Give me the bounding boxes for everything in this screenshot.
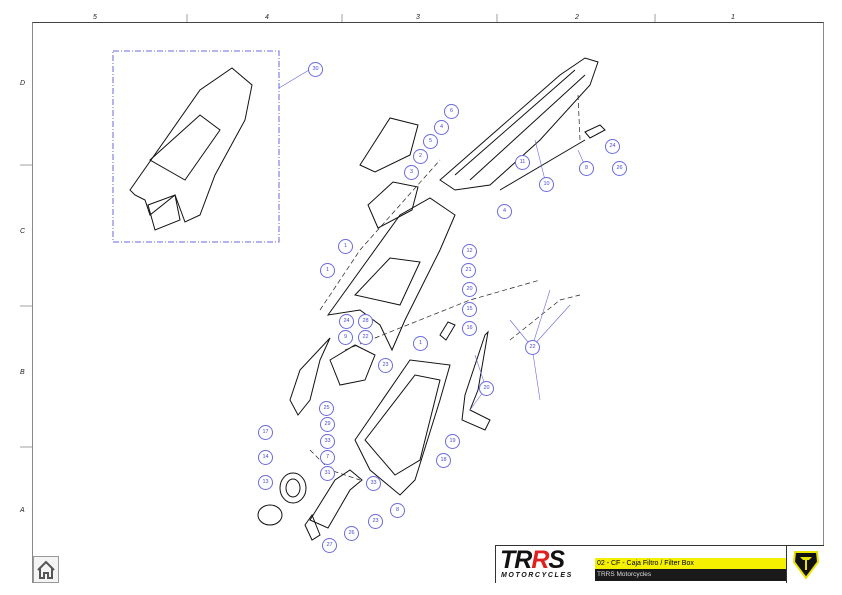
intake-duct [309, 469, 363, 529]
drawing-frame [32, 22, 824, 583]
callout-balloon: 21 [461, 263, 476, 278]
callout-balloon: 17 [258, 425, 273, 440]
side-panel [289, 337, 331, 416]
callout-balloon: 13 [258, 475, 273, 490]
gasket-part [367, 181, 419, 229]
cover-part [359, 117, 419, 173]
inset-frame [112, 50, 280, 243]
callout-balloon: 33 [320, 434, 335, 449]
grid-row-label: C [20, 228, 26, 235]
callout-balloon: 24 [339, 314, 354, 329]
callout-balloon: 28 [358, 314, 373, 329]
logo-text: S [548, 546, 565, 574]
callout-balloon: 33 [366, 476, 381, 491]
trrs-logo: TRRS MOTORCYCLES [496, 546, 593, 583]
callout-balloon: 4 [497, 204, 512, 219]
callout-balloon: 1 [320, 263, 335, 278]
grid-row-label: B [20, 369, 25, 376]
callout-balloon: 7 [320, 450, 335, 465]
airbox-lower [354, 359, 451, 496]
logo-text: TR [500, 546, 532, 574]
callout-balloon: 20 [479, 381, 494, 396]
callout-balloon: 26 [612, 161, 627, 176]
callout-balloon: 16 [462, 321, 477, 336]
callout-balloon: 24 [605, 139, 620, 154]
drawing-subtitle: TRRS Motorcycles [595, 569, 786, 581]
callout-balloon: 4 [434, 120, 449, 135]
filter-cage [257, 504, 283, 526]
trrs-shield-logo [786, 546, 825, 583]
home-icon [37, 560, 55, 579]
callout-balloon: 19 [445, 434, 460, 449]
callout-balloon: 18 [436, 453, 451, 468]
air-filter [279, 472, 307, 504]
callout-balloon: 22 [358, 330, 373, 345]
callout-balloon: 5 [423, 134, 438, 149]
callout-balloon: 31 [320, 466, 335, 481]
callout-balloon: 23 [368, 514, 383, 529]
duct-tube [304, 513, 321, 541]
plate-part [329, 344, 376, 386]
grid-row-label: A [20, 507, 25, 514]
callout-balloon: 1 [338, 239, 353, 254]
callout-balloon: 2 [413, 149, 428, 164]
home-button[interactable] [33, 556, 59, 583]
callout-balloon: 3 [404, 165, 419, 180]
logo-subtext: MOTORCYCLES [501, 572, 573, 579]
grid-column-label: 3 [416, 14, 420, 21]
rear-fender [439, 57, 599, 191]
callout-balloon: 20 [462, 282, 477, 297]
grid-row-label: D [20, 80, 26, 87]
callout-balloon: 8 [579, 161, 594, 176]
callout-balloon: 26 [344, 526, 359, 541]
callout-balloon: 27 [322, 538, 337, 553]
callout-balloon: 14 [258, 450, 273, 465]
logo-text-red: R [531, 546, 549, 574]
callout-balloon: 11 [515, 155, 530, 170]
callout-balloon: 23 [378, 358, 393, 373]
callout-balloon: 29 [320, 417, 335, 432]
callout-balloon: 8 [390, 503, 405, 518]
callout-balloon: 12 [462, 244, 477, 259]
callout-balloon: 1 [413, 336, 428, 351]
drawing-title: 02 - CF - Caja Filtro / Filter Box [595, 558, 786, 569]
grid-column-label: 1 [731, 14, 735, 21]
grid-column-label: 4 [265, 14, 269, 21]
inset-assembly [129, 67, 253, 223]
callout-balloon: 9 [338, 330, 353, 345]
callout-balloon: 15 [462, 302, 477, 317]
title-block: TRRS MOTORCYCLES 02 - CF - Caja Filtro /… [495, 545, 824, 583]
grid-column-label: 2 [575, 14, 579, 21]
callout-balloon: 10 [539, 177, 554, 192]
callout-balloon: 25 [319, 401, 334, 416]
grid-column-label: 5 [93, 14, 97, 21]
callout-balloon: 6 [444, 104, 459, 119]
callout-balloon: 30 [308, 62, 323, 77]
callout-balloon: 22 [525, 340, 540, 355]
